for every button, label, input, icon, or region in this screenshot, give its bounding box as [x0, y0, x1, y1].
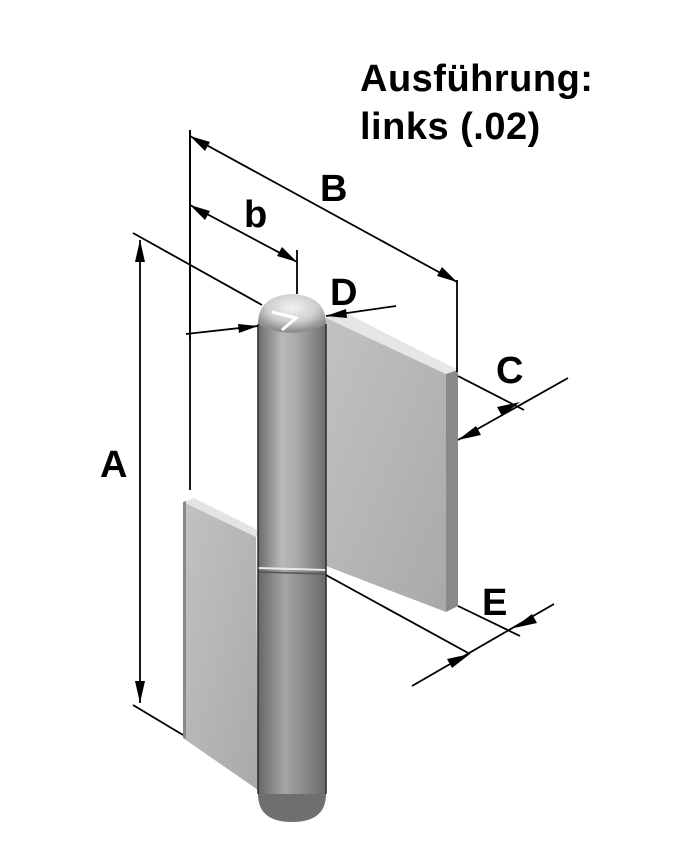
dim-label-a: A [100, 444, 128, 486]
pin-joint-shadow [257, 571, 327, 575]
pin-outline [257, 324, 327, 794]
arrow-e-lower [447, 654, 470, 668]
dim-label-b-large: B [320, 168, 348, 210]
arrow-e-upper [514, 614, 537, 628]
dim-b-line [189, 135, 458, 283]
lower-leaf-front-face [183, 502, 258, 790]
upper-leaf [326, 311, 458, 612]
upper-leaf-edge [446, 370, 458, 612]
dim-a-ext-top [132, 232, 263, 306]
dim-label-b-small: b [244, 194, 268, 236]
dim-e-ext-top [325, 574, 471, 655]
title-line-2: links (.02) [360, 106, 541, 148]
pin-bottom-cap [258, 794, 326, 822]
hinge-pin [257, 294, 327, 822]
pin-upper-barrel [258, 322, 326, 570]
arrow-a-top [135, 240, 145, 262]
lower-leaf [183, 498, 262, 790]
arrow-c-upper [497, 402, 520, 416]
arrow-d-left [238, 324, 258, 333]
pin-dome-highlight [271, 310, 300, 332]
arrow-d-right [326, 309, 347, 318]
title-line-1: Ausführung: [360, 58, 594, 100]
pin-lower-barrel [258, 570, 326, 796]
arrow-b-small-right [277, 247, 297, 262]
arrow-b-small-left [190, 205, 210, 220]
dim-e-ext-bottom [457, 605, 521, 637]
pin-joint-line [257, 567, 327, 571]
pin-dome [258, 294, 326, 333]
arrow-a-bottom [135, 681, 145, 703]
arrow-b-right [437, 267, 457, 282]
arrow-c-lower [458, 426, 481, 440]
dim-a-ext-bottom [132, 704, 184, 736]
dim-label-e: E [482, 582, 508, 624]
dimension-arrowheads [135, 136, 537, 703]
upper-leaf-front-face [326, 318, 446, 612]
arrow-b-left [190, 136, 210, 151]
lower-leaf-side [183, 501, 186, 739]
dim-label-c: C [496, 350, 524, 392]
upper-leaf-top-face [326, 311, 458, 374]
dim-label-d: D [330, 272, 358, 314]
lower-leaf-top-face [183, 498, 262, 537]
